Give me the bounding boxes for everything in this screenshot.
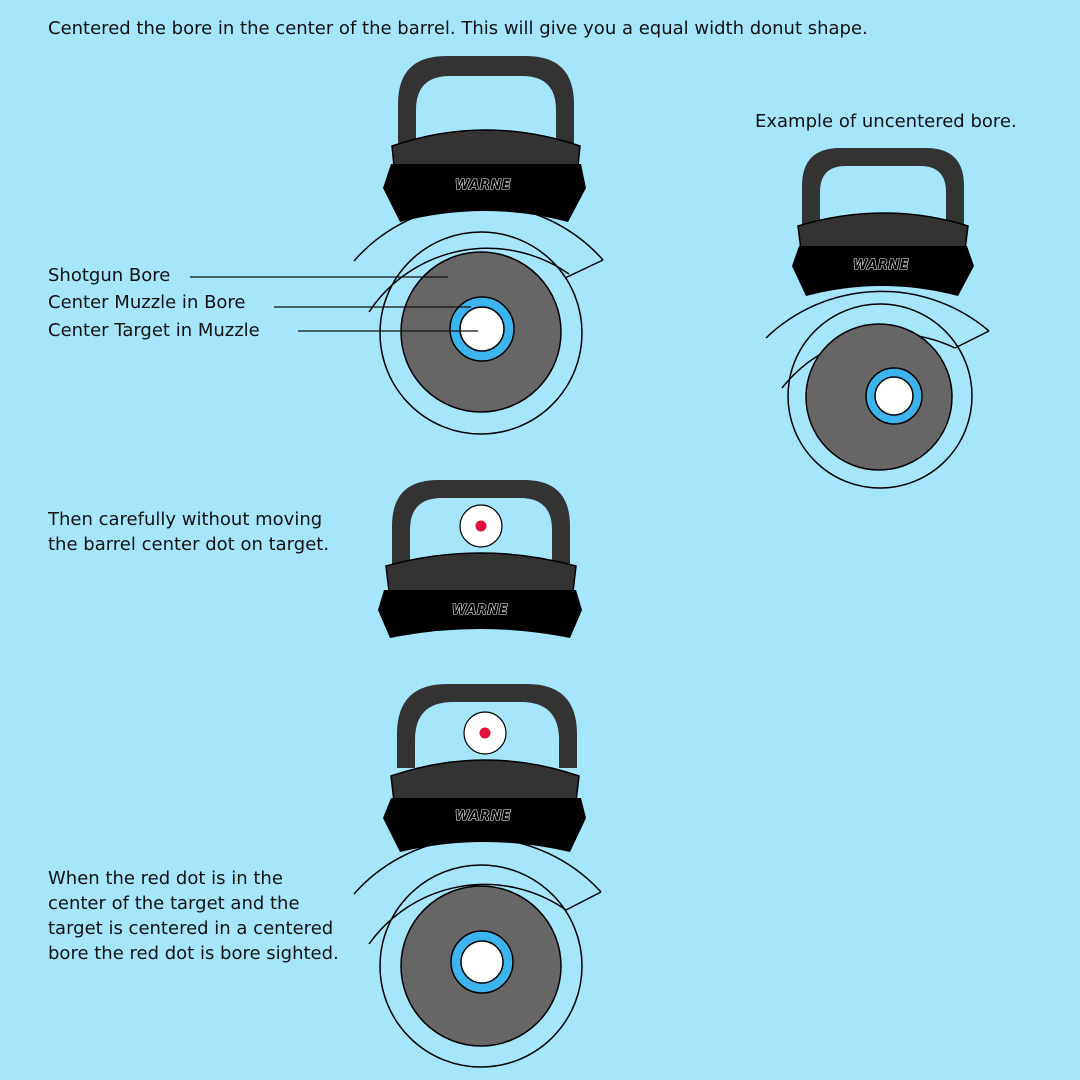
label-center-target: Center Target in Muzzle: [48, 320, 260, 341]
warne-logo: WARNE: [455, 809, 511, 824]
intro-text: Centered the bore in the center of the b…: [48, 18, 868, 39]
warne-logo: WARNE: [853, 258, 909, 273]
red-dot-sight-mount: [378, 480, 582, 638]
red-dot: [479, 727, 491, 739]
red-dot: [475, 520, 487, 532]
figure-uncentered-bore: WARNE: [765, 148, 990, 489]
figure-dot-on-target: WARNE: [378, 480, 582, 638]
warne-logo: WARNE: [455, 178, 511, 193]
label-shotgun-bore: Shotgun Bore: [48, 265, 171, 286]
target-circle: [460, 940, 504, 984]
label-center-muzzle: Center Muzzle in Bore: [48, 292, 246, 313]
red-dot-sight-mount: [792, 148, 974, 296]
step3-text: When the red dot is in the center of the…: [48, 868, 339, 964]
figure-bore-sighted: WARNE: [353, 684, 602, 1068]
step2-text: Then carefully without moving the barrel…: [48, 509, 330, 555]
target-circle: [874, 376, 914, 416]
barrel-arcs: [765, 290, 990, 489]
figure-centered-bore: WARNE: [353, 56, 604, 435]
warne-logo: WARNE: [452, 603, 508, 618]
target-circle: [459, 306, 505, 352]
red-dot-sight-mount: [383, 684, 586, 852]
leader-lines: [190, 276, 478, 332]
uncentered-caption: Example of uncentered bore.: [755, 111, 1017, 132]
barrel-arcs: [353, 837, 602, 1068]
red-dot-sight-mount: [383, 56, 586, 222]
